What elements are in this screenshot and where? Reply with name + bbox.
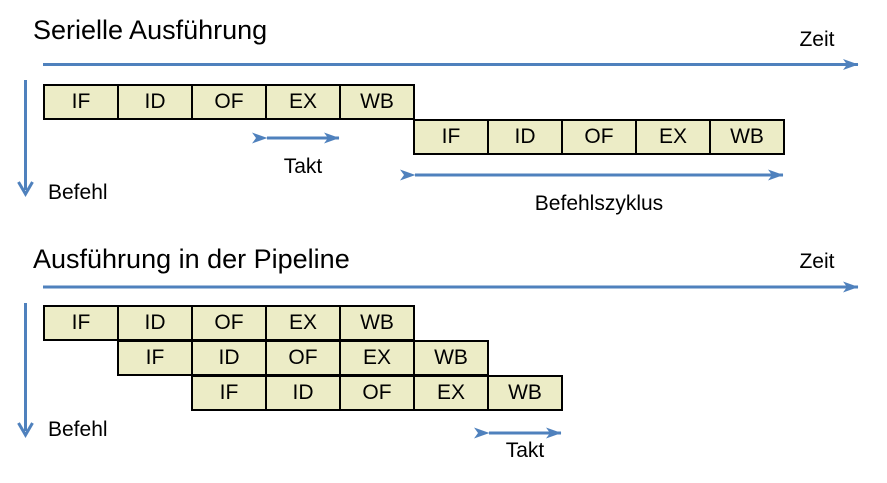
serial-time-axis-label: Zeit xyxy=(799,28,835,51)
stage-cell-id: ID xyxy=(117,305,193,341)
pipeline-instruction-3-row: IF ID OF EX WB xyxy=(191,375,563,411)
stage-cell-ex: EX xyxy=(265,305,341,341)
serial-clock-label: Takt xyxy=(283,155,323,178)
stage-cell-ex: EX xyxy=(635,119,711,155)
stage-cell-if: IF xyxy=(413,119,489,155)
pipeline-clock-label: Takt xyxy=(505,439,545,462)
stage-cell-wb: WB xyxy=(413,340,489,376)
stage-cell-id: ID xyxy=(117,84,193,120)
pipeline-instruction-2-row: IF ID OF EX WB xyxy=(117,340,489,376)
pipeline-instruction-axis-label: Befehl xyxy=(48,418,108,441)
pipeline-section-title: Ausführung in der Pipeline xyxy=(33,244,350,274)
stage-cell-id: ID xyxy=(191,340,267,376)
stage-cell-wb: WB xyxy=(339,305,415,341)
stage-cell-if: IF xyxy=(43,84,119,120)
stage-cell-ex: EX xyxy=(265,84,341,120)
stage-cell-ex: EX xyxy=(339,340,415,376)
serial-instruction-1-row: IF ID OF EX WB xyxy=(43,84,415,120)
stage-cell-id: ID xyxy=(487,119,563,155)
stage-cell-wb: WB xyxy=(487,375,563,411)
stage-cell-of: OF xyxy=(265,340,341,376)
instruction-cycle-label: Befehlszyklus xyxy=(534,192,664,215)
stage-cell-ex: EX xyxy=(413,375,489,411)
pipeline-time-axis-label: Zeit xyxy=(799,250,835,273)
serial-instruction-axis-arrowhead-icon xyxy=(17,181,34,197)
stage-cell-id: ID xyxy=(265,375,341,411)
serial-section-title: Serielle Ausführung xyxy=(33,15,268,45)
pipeline-instruction-axis-arrowhead-icon xyxy=(17,422,34,438)
stage-cell-if: IF xyxy=(117,340,193,376)
stage-cell-of: OF xyxy=(339,375,415,411)
stage-cell-of: OF xyxy=(191,84,267,120)
stage-cell-wb: WB xyxy=(709,119,785,155)
stage-cell-if: IF xyxy=(191,375,267,411)
stage-cell-of: OF xyxy=(191,305,267,341)
stage-cell-of: OF xyxy=(561,119,637,155)
pipeline-instruction-1-row: IF ID OF EX WB xyxy=(43,305,415,341)
serial-instruction-axis-label: Befehl xyxy=(48,181,108,204)
stage-cell-wb: WB xyxy=(339,84,415,120)
stage-cell-if: IF xyxy=(43,305,119,341)
serial-instruction-2-row: IF ID OF EX WB xyxy=(413,119,785,155)
